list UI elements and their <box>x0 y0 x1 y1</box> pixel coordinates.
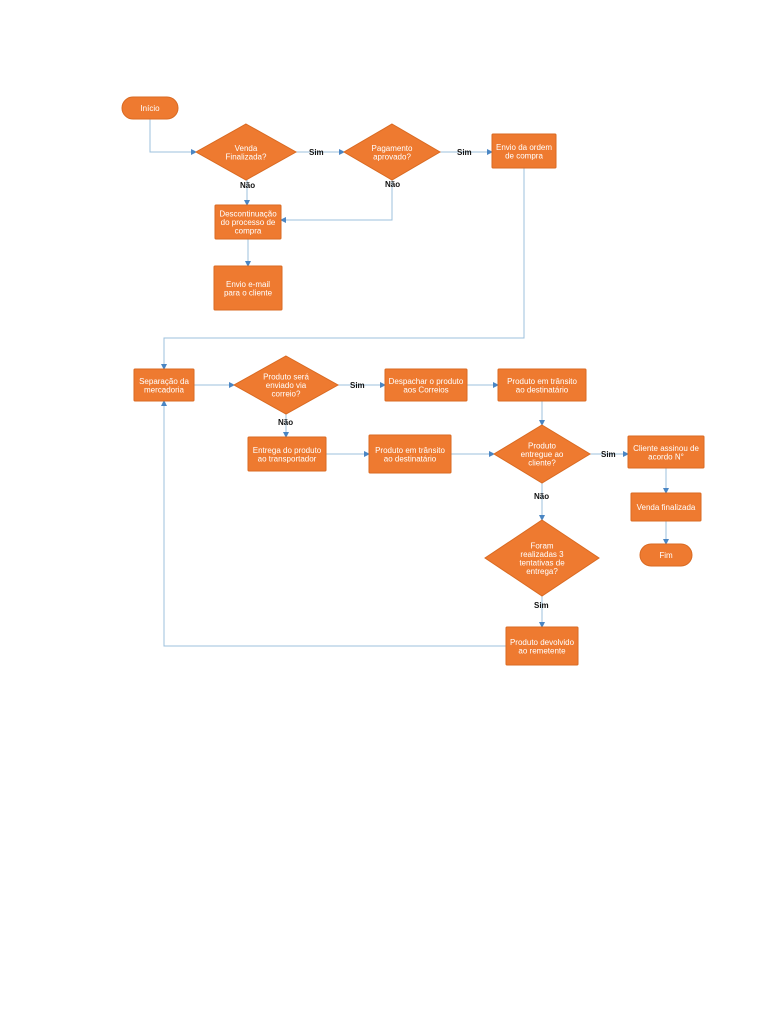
process-shape <box>368 434 452 474</box>
node-label-line: compra <box>235 227 262 236</box>
edge-label-sim-18: Sim <box>534 601 549 610</box>
terminal-shape <box>639 543 693 567</box>
process-shape <box>505 626 579 666</box>
edge-label-sim-1: Sim <box>309 148 324 157</box>
edge-label-no-3: Não <box>240 181 255 190</box>
connector-produto-devolvido-to-separacao <box>161 400 506 647</box>
node-label-line: entregue ao <box>521 450 564 459</box>
process-shape <box>497 368 587 402</box>
decision-shape <box>232 355 340 415</box>
decision-shape <box>493 424 591 484</box>
node-label-line: correio? <box>272 390 301 399</box>
connector-envio-ordem-compra-to-separacao <box>161 168 525 370</box>
node-label-line: Produto devolvido <box>510 638 575 647</box>
node-label-line: mercadoria <box>144 385 185 394</box>
node-label-line: Cliente assinou de <box>633 444 699 453</box>
node-label-line: Envio e-mail <box>226 280 270 289</box>
node-label-line: Entrega do produto <box>253 446 322 455</box>
node-label-line: Finalizada? <box>226 152 267 161</box>
process-shape <box>213 265 283 311</box>
node-label-line: Início <box>140 104 160 113</box>
connector-pagamento-aprovado-q-to-descontinuacao <box>280 180 393 223</box>
process-shape <box>133 368 195 402</box>
node-label-line: aos Correios <box>403 385 448 394</box>
edge-label-no-4: Não <box>385 180 400 189</box>
node-label-line: Separação da <box>139 377 189 386</box>
node-label-line: ao transportador <box>258 454 317 463</box>
terminal-shape <box>121 96 179 120</box>
node-label-line: Venda <box>235 144 258 153</box>
node-label-line: Despachar o produto <box>389 377 464 386</box>
node-label-line: Venda finalizada <box>637 503 696 512</box>
edge-label-sim-2: Sim <box>457 148 472 157</box>
decision-shape <box>343 123 441 181</box>
process-shape <box>627 435 705 469</box>
node-label-line: para o cliente <box>224 288 273 297</box>
node-label-line: ao remetente <box>518 646 566 655</box>
node-label-line: de compra <box>505 151 543 160</box>
node-label-line: enviado via <box>266 381 307 390</box>
process-shape <box>630 492 702 522</box>
node-label-line: ao destinatário <box>516 385 569 394</box>
node-label-line: ao destinatário <box>384 454 437 463</box>
process-shape <box>247 436 327 472</box>
node-label-line: Descontinuação <box>219 210 277 219</box>
edge-label-sim-14: Sim <box>601 450 616 459</box>
node-label-line: Fim <box>659 551 673 560</box>
node-label-line: do processo de <box>221 218 276 227</box>
node-label-line: aprovado? <box>373 152 411 161</box>
node-label-line: tentativas de <box>519 558 565 567</box>
process-shape <box>384 368 468 402</box>
decision-shape <box>194 123 298 181</box>
process-shape <box>491 133 557 169</box>
node-label-line: Produto será <box>263 373 309 382</box>
edge-label-sim-8: Sim <box>350 381 365 390</box>
node-label-line: Pagamento <box>372 144 413 153</box>
node-label-line: Foram <box>530 541 553 550</box>
node-label-line: Produto em trânsito <box>507 377 577 386</box>
node-label-line: Envio da ordem <box>496 143 552 152</box>
terminal-node-inicio: Início <box>121 96 179 120</box>
process-shape <box>214 204 282 240</box>
decision-shape <box>484 519 600 597</box>
node-label-line: Produto em trânsito <box>375 446 445 455</box>
node-label-line: Produto <box>528 442 557 451</box>
terminal-node-fim: Fim <box>639 543 693 567</box>
edge-label-no-10: Não <box>278 418 293 427</box>
process-node-venda-finalizada: Venda finalizada <box>630 492 702 522</box>
node-label-line: realizadas 3 <box>520 550 564 559</box>
node-label-line: acordo N° <box>648 452 684 461</box>
node-label-line: cliente? <box>528 459 556 468</box>
node-label-line: entrega? <box>526 567 558 576</box>
connector-inicio-to-venda-finalizada-q <box>149 119 197 155</box>
edge-label-no-17: Não <box>534 492 549 501</box>
